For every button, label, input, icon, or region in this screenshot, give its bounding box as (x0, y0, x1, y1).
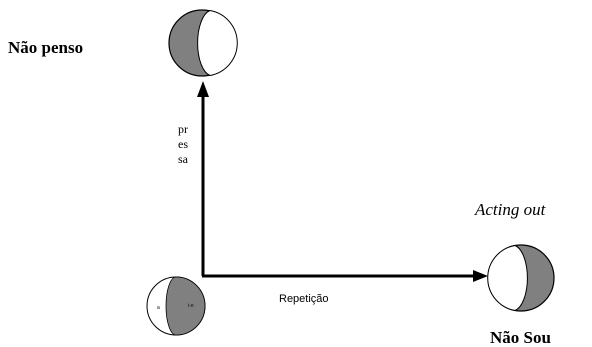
top-moon-icon (168, 9, 238, 77)
label-nao-penso: Não penso (8, 38, 83, 57)
origin-right-text: i-o (188, 303, 194, 309)
label-pressa-vertical: pressa (178, 122, 188, 166)
label-acting-out: Acting out (474, 200, 547, 219)
origin-left-text: a (157, 305, 160, 311)
horizontal-arrow (202, 270, 488, 282)
label-nao-sou: Não Sou (490, 328, 551, 347)
arrow-up-icon (197, 81, 209, 97)
vertical-arrow (197, 81, 209, 276)
origin-circle-icon: a i-o (146, 276, 206, 336)
label-repeticao: Repetição (279, 293, 329, 305)
arrow-right-icon (473, 270, 488, 282)
right-moon-icon (487, 244, 555, 312)
